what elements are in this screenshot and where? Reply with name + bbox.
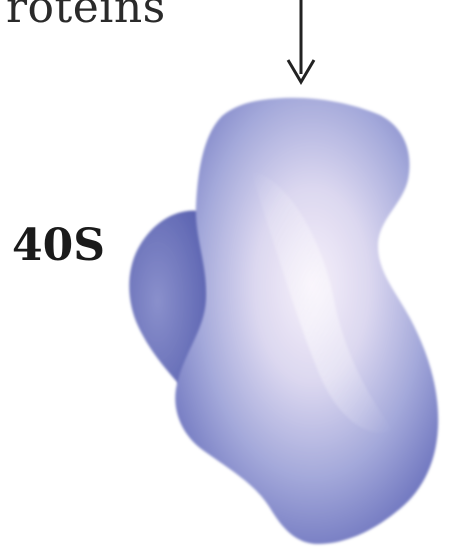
subunit-label-40s: 40S <box>12 224 105 268</box>
down-arrow <box>288 0 314 82</box>
